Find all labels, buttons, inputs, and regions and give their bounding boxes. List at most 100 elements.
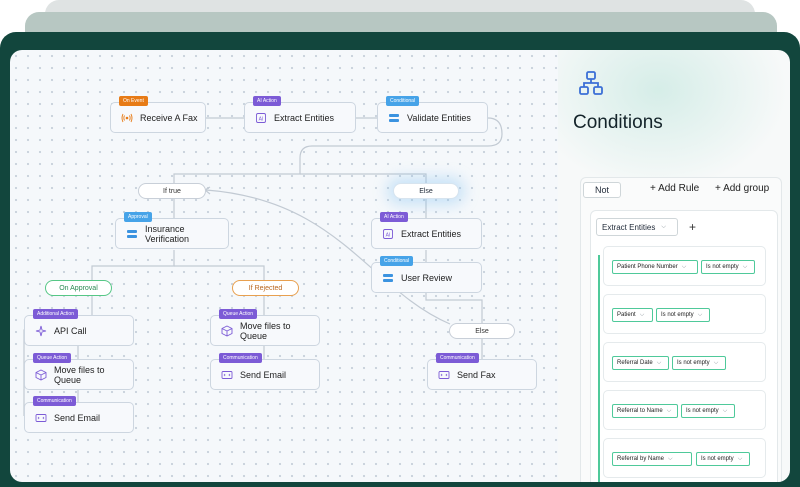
add-condition-button[interactable]: + [689, 220, 697, 234]
rule-field-select[interactable]: Referral by Name⌵ [612, 452, 692, 466]
node-tag: AI Action [380, 212, 408, 222]
rule-row: Referral Date⌵ Is not empty⌵ [603, 342, 766, 382]
condition-icon [126, 228, 138, 240]
branch-if-rejected[interactable]: If Rejected [232, 280, 299, 296]
add-group-button[interactable]: + Add group [715, 183, 770, 194]
node-tag: Conditional [380, 256, 414, 266]
rule-operator-value: Is not empty [677, 360, 710, 366]
flowchart-icon [578, 70, 604, 101]
chevron-down-icon: ⌵ [681, 263, 687, 270]
node-label: Validate Entities [407, 112, 471, 123]
email-icon [221, 369, 233, 381]
chevron-down-icon: ⌵ [656, 359, 662, 366]
branch-on-approval[interactable]: On Approval [45, 280, 112, 296]
node-tag: Communication [436, 353, 479, 363]
rule-tree-line [598, 255, 600, 482]
rule-operator-value: Is not empty [661, 312, 694, 318]
node-tag: On Event [119, 96, 148, 106]
node-label: API Call [54, 325, 87, 336]
node-label: Move files to Queue [54, 364, 105, 385]
chevron-down-icon: ⌵ [639, 311, 645, 318]
svg-text:AI: AI [386, 232, 391, 238]
node-label: Extract Entities [401, 228, 462, 239]
cube-icon [35, 368, 47, 381]
node-send-email[interactable]: Communication Send Email [24, 396, 134, 433]
rule-operator-value: Is not empty [701, 456, 734, 462]
rule-row: Referral to Name⌵ Is not empty⌵ [603, 390, 766, 430]
node-label: Send Fax [457, 369, 496, 380]
rule-operator-value: Is not empty [706, 264, 739, 270]
cube-icon [221, 324, 233, 337]
rule-operator-select[interactable]: Is not empty⌵ [656, 308, 710, 322]
entity-select-value: Extract Entities [602, 222, 656, 232]
node-move-files-queue[interactable]: Queue Action Move files to Queue [24, 353, 134, 390]
rule-field-select[interactable]: Referral Date⌵ [612, 356, 669, 370]
node-receive-fax[interactable]: On Event Receive A Fax [110, 96, 206, 133]
node-tag: Queue Action [33, 353, 72, 363]
node-label: User Review [401, 272, 453, 283]
branch-label: If true [163, 187, 181, 195]
node-validate-entities[interactable]: Conditional Validate Entities [377, 96, 488, 133]
rule-row: Patient Phone Number⌵ Is not empty⌵ [603, 246, 766, 286]
condition-icon [382, 272, 394, 284]
rule-field-value: Referral Date [617, 360, 653, 366]
rule-field-select[interactable]: Referral to Name⌵ [612, 404, 678, 418]
node-tag: AI Action [253, 96, 281, 106]
chevron-down-icon: ⌵ [737, 455, 743, 462]
workflow-canvas[interactable]: On Event Receive A Fax AI Action AI Extr… [10, 50, 558, 482]
entity-select[interactable]: Extract Entities ⌵ [596, 218, 678, 236]
chevron-down-icon: ⌵ [697, 311, 703, 318]
chevron-down-icon: ⌵ [722, 407, 728, 414]
rule-field-select[interactable]: Patient Phone Number⌵ [612, 260, 698, 274]
node-label: Send Email [54, 412, 101, 423]
branch-else-bottom[interactable]: Else [449, 323, 515, 339]
node-api-call[interactable]: Additional Action API Call [24, 309, 134, 346]
node-tag: Approval [124, 212, 152, 222]
node-tag: Queue Action [219, 309, 258, 319]
node-label: Move files to Queue [240, 320, 291, 341]
node-send-email-2[interactable]: Communication Send Email [210, 353, 320, 390]
node-insurance-verification[interactable]: Approval Insurance Verification [115, 212, 229, 249]
add-rule-button[interactable]: + Add Rule [650, 183, 700, 194]
ai-icon: AI [382, 228, 394, 240]
branch-if-true[interactable]: If true [138, 183, 206, 199]
node-tag: Communication [33, 396, 76, 406]
node-tag: Communication [219, 353, 262, 363]
rule-field-value: Patient Phone Number [617, 264, 678, 270]
rule-field-value: Referral by Name [617, 456, 665, 462]
chevron-down-icon: ⌵ [742, 263, 748, 270]
rule-operator-select[interactable]: Is not empty⌵ [696, 452, 750, 466]
node-extract-entities[interactable]: AI Action AI Extract Entities [244, 96, 356, 133]
branch-label: Else [419, 187, 433, 195]
node-tag: Conditional [386, 96, 420, 106]
branch-label: On Approval [59, 284, 98, 292]
node-label: Extract Entities [274, 112, 335, 123]
node-tag: Additional Action [33, 309, 78, 319]
chevron-down-icon: ⌵ [668, 455, 673, 462]
rule-field-value: Referral to Name [617, 408, 663, 414]
ai-icon: AI [255, 112, 267, 124]
email-icon [35, 412, 47, 424]
node-extract-entities-2[interactable]: AI Action AI Extract Entities [371, 212, 482, 249]
email-icon [438, 369, 450, 381]
branch-label: If Rejected [248, 284, 283, 292]
sparkle-icon [35, 325, 47, 337]
node-move-files-queue-2[interactable]: Queue Action Move files to Queue [210, 309, 320, 346]
node-user-review[interactable]: Conditional User Review [371, 256, 482, 293]
branch-else[interactable]: Else [393, 183, 459, 199]
not-toggle[interactable]: Not [583, 182, 621, 198]
node-label: Insurance Verification [145, 223, 190, 244]
chevron-down-icon: ⌵ [661, 223, 666, 230]
rule-operator-select[interactable]: Is not empty⌵ [681, 404, 735, 418]
condition-icon [388, 112, 400, 124]
rule-field-select[interactable]: Patient⌵ [612, 308, 653, 322]
rule-operator-select[interactable]: Is not empty⌵ [701, 260, 755, 274]
node-label: Receive A Fax [140, 112, 198, 123]
svg-text:AI: AI [259, 116, 264, 122]
rule-row: Patient⌵ Is not empty⌵ [603, 294, 766, 334]
rule-operator-value: Is not empty [686, 408, 719, 414]
rule-field-value: Patient [617, 312, 636, 318]
signal-icon [121, 112, 133, 124]
rule-operator-select[interactable]: Is not empty⌵ [672, 356, 726, 370]
node-send-fax[interactable]: Communication Send Fax [427, 353, 537, 390]
